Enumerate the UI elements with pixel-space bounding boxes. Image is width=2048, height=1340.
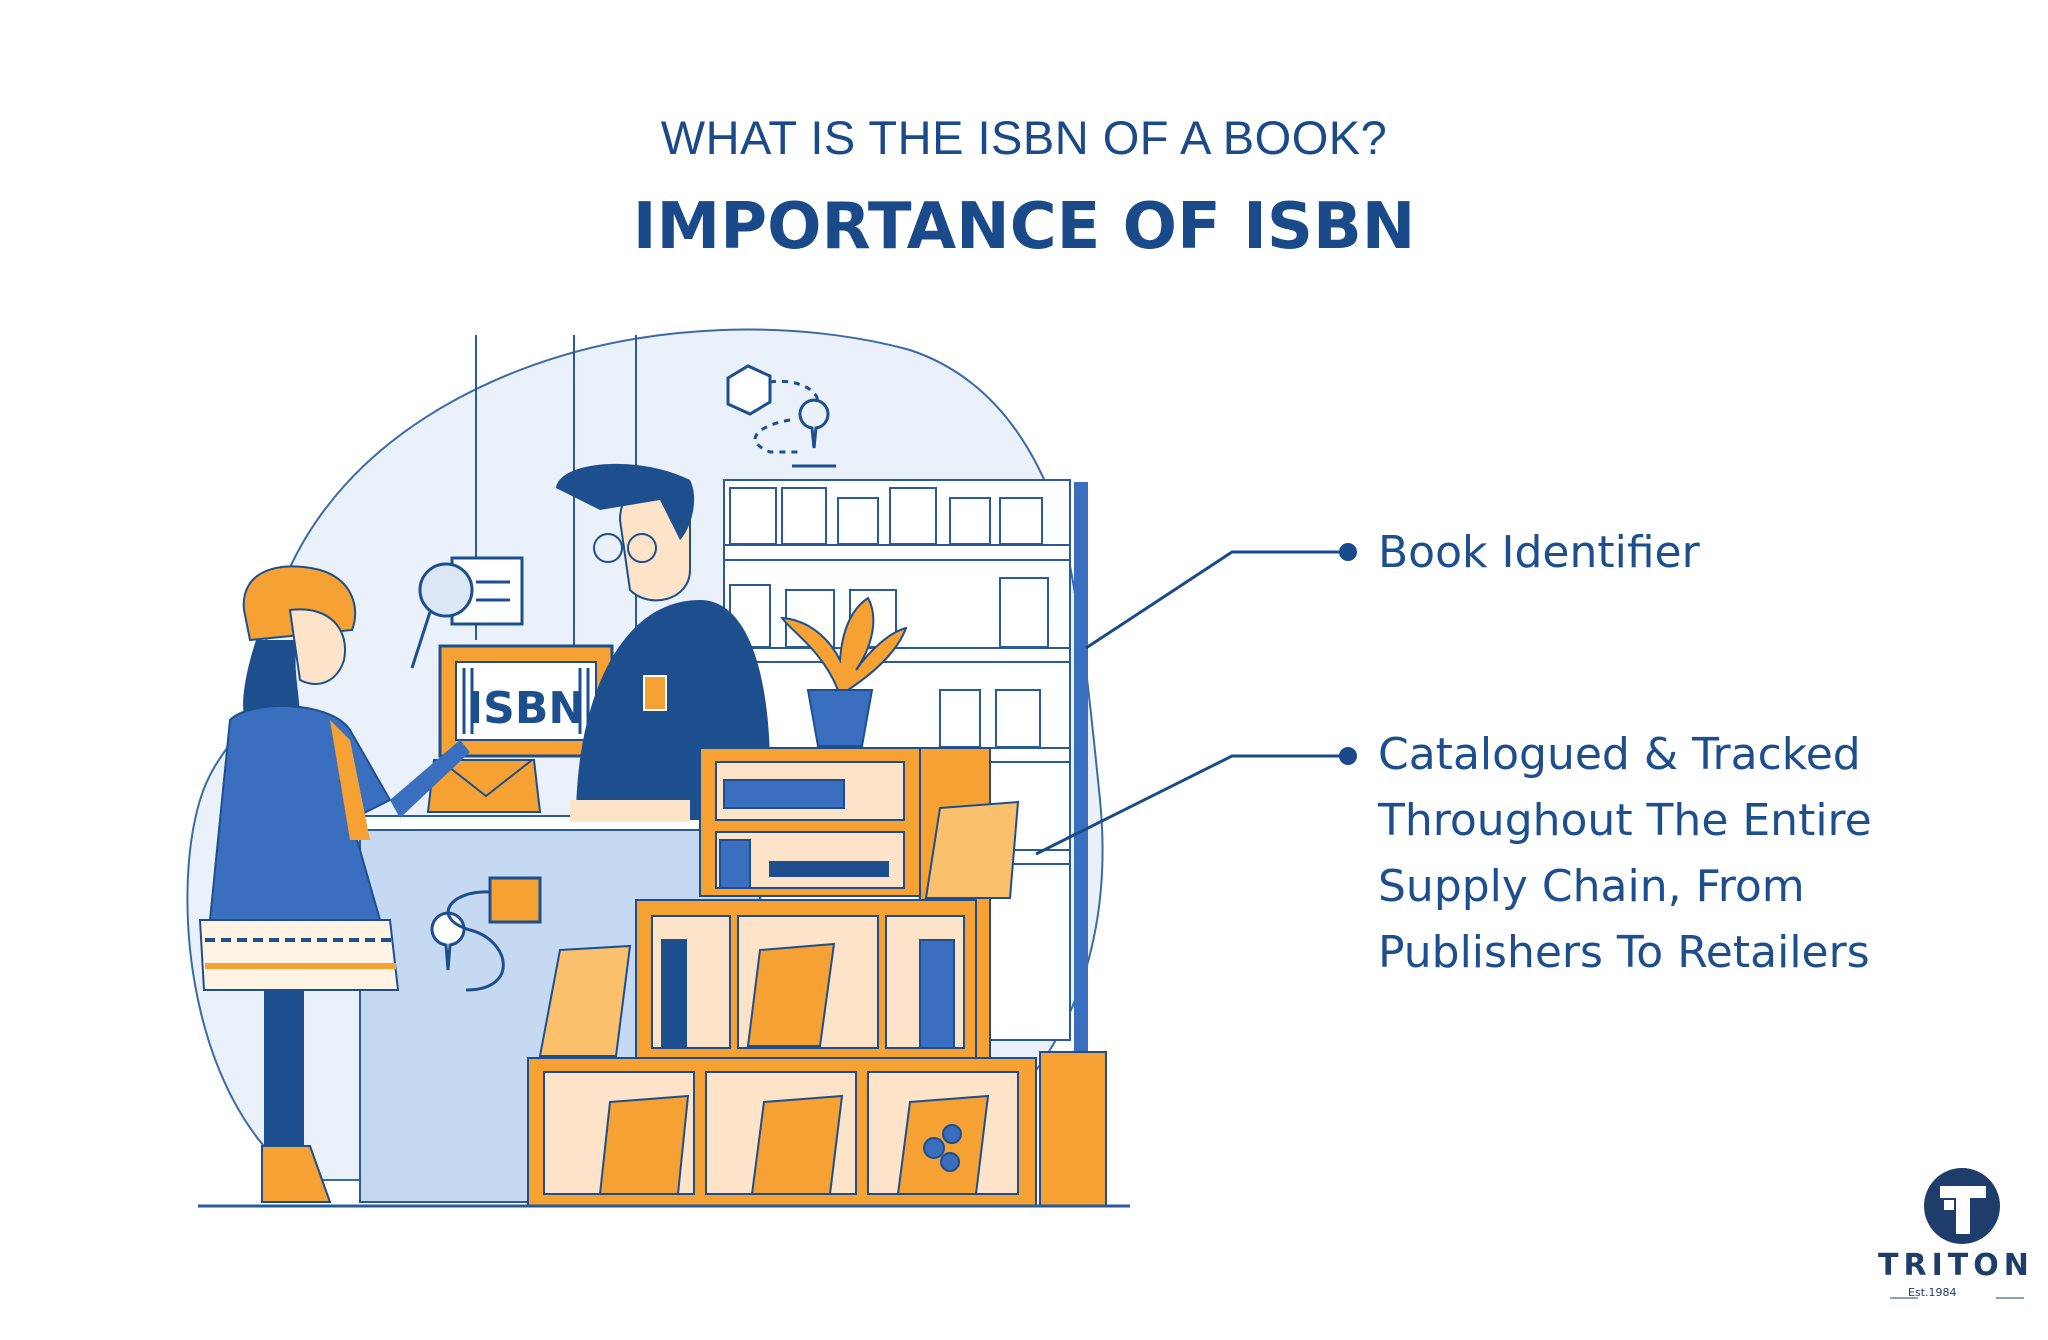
logo-established: Est.1984 (1908, 1286, 1957, 1299)
triton-logo-icon (1890, 1168, 2024, 1299)
book-display (527, 747, 1107, 1207)
point-book-identifier: Book Identifier (1378, 527, 1700, 578)
logo-name: TRITON (1878, 1248, 2034, 1283)
isbn-sign (438, 644, 614, 758)
customer (198, 565, 470, 1203)
delivery-route-icon (726, 364, 836, 468)
point-supply-chain: Catalogued & Tracked Throughout The Enti… (1378, 729, 1872, 978)
page-title: IMPORTANCE OF ISBN (632, 190, 1416, 264)
search-document-icon (410, 556, 524, 669)
isbn-sign-text: ISBN (467, 683, 585, 734)
clerk (556, 463, 770, 822)
route-icon (430, 876, 542, 992)
subtitle: WHAT IS THE ISBN OF A BOOK? (660, 111, 1388, 164)
callout-connector-1 (1085, 550, 1348, 650)
potted-plant (780, 596, 908, 747)
callout-connector-2 (1035, 754, 1348, 856)
callout-dot-2 (1339, 747, 1357, 765)
callout-dot-1 (1339, 543, 1357, 561)
